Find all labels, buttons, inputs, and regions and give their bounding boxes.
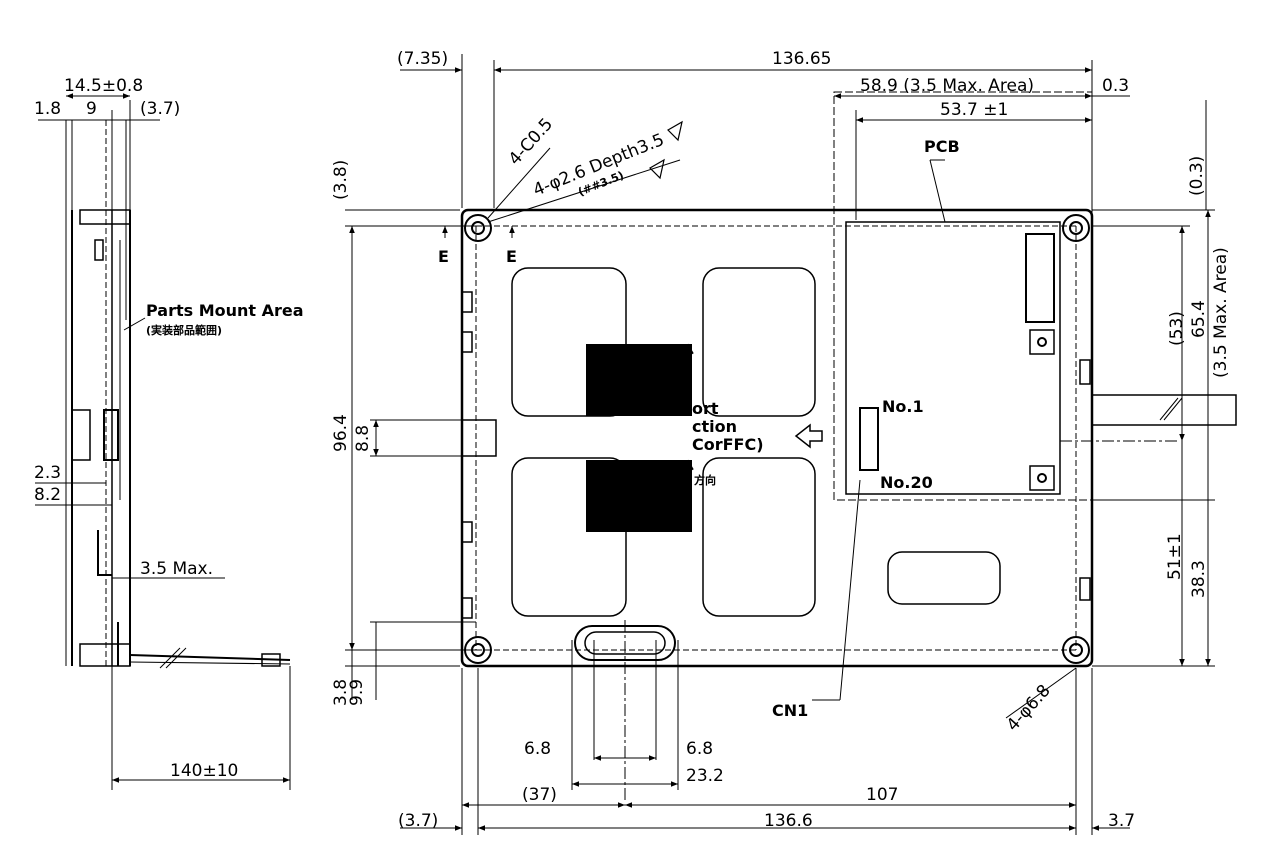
dim-6-8-right: 6.8	[686, 739, 713, 759]
dim-37: (37)	[522, 785, 557, 805]
fpc-label-line1: ort	[692, 399, 719, 418]
parts-mount-area-label: Parts Mount Area	[146, 301, 304, 320]
triangle-mark-icon	[649, 120, 683, 180]
dim-136-65: 136.65	[772, 49, 831, 69]
dimension-lines	[345, 54, 1215, 835]
dim-9-9: 9.9	[347, 679, 367, 706]
dim-58-9: 58.9 (3.5 Max. Area)	[860, 76, 1034, 96]
fpc-label-line3: CorFFC)	[692, 435, 764, 454]
dim-3-7-right: 3.7	[1108, 811, 1135, 831]
dim-8-8: 8.8	[353, 425, 373, 452]
dim-96-4: 96.4	[331, 414, 351, 452]
dim-53: (53)	[1167, 311, 1187, 346]
dim-3-5-area: (3.5 Max. Area)	[1211, 247, 1231, 378]
dim-140: 140±10	[170, 761, 238, 781]
mounting-holes	[464, 214, 1090, 664]
dim-14-5: 14.5±0.8	[64, 76, 143, 96]
dim-6-8-left: 6.8	[524, 739, 551, 759]
dim-53-7: 53.7 ±1	[940, 100, 1008, 120]
dim-3-7-side: (3.7)	[140, 99, 180, 119]
dim-8-2: 8.2	[34, 485, 61, 505]
dim-65-4: 65.4	[1189, 300, 1209, 338]
e-right-label: E	[506, 247, 517, 266]
dim-1-8: 1.8	[34, 99, 61, 119]
fpc-jp-label: 方向	[694, 473, 716, 487]
side-view	[35, 93, 291, 790]
fpc-label-line2: ction	[692, 417, 737, 436]
dim-9: 9	[86, 99, 97, 119]
no1-label: No.1	[882, 397, 924, 416]
dim-51: 51±1	[1165, 533, 1185, 580]
mount-hole-label: 4-φ6.8	[1003, 681, 1055, 735]
pcb-label: PCB	[924, 137, 960, 156]
dim-3-8-bottom: 3.8	[331, 679, 351, 706]
parts-mount-area-jp-label: (実装部品範囲)	[146, 323, 222, 337]
dim-3-8-top: (3.8)	[331, 160, 351, 200]
dim-136-6: 136.6	[764, 811, 813, 831]
corner-chamfer-label: 4-C0.5	[505, 114, 557, 169]
dim-38-3: 38.3	[1189, 560, 1209, 598]
dim-3-7-left: (3.7)	[398, 811, 438, 831]
dim-3-5-max: 3.5 Max.	[140, 559, 213, 579]
front-view	[442, 91, 1237, 800]
dim-107: 107	[866, 785, 898, 805]
watermark-bottom: ELECOK.COM	[585, 456, 698, 532]
dim-0-3-right: (0.3)	[1187, 156, 1207, 196]
no20-label: No.20	[880, 473, 933, 492]
cn1-label: CN1	[772, 701, 808, 720]
e-left-label: E	[438, 247, 449, 266]
watermark-top: ELECOK.COM	[585, 340, 698, 416]
dim-2-3: 2.3	[34, 463, 61, 483]
dim-0-3-top: 0.3	[1102, 76, 1129, 96]
dim-7-35: (7.35)	[397, 49, 448, 69]
dim-23-2: 23.2	[686, 766, 724, 786]
